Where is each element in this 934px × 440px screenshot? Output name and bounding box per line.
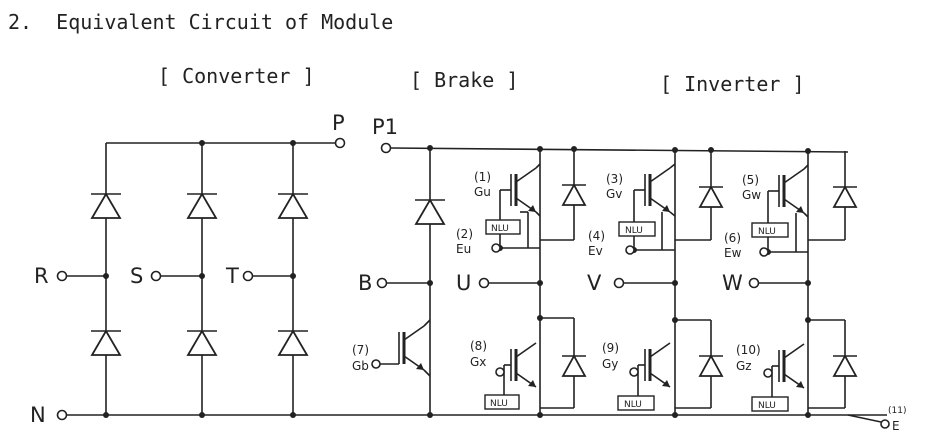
terminal-p1 [380,142,392,154]
terminal-r-label: R [34,264,49,288]
gate-gb-label: Gb [352,359,369,373]
gate-gb-number: (7) [352,343,369,357]
terminal-b [376,277,388,289]
diode-icon [277,330,309,356]
terminal-t [242,270,254,282]
terminal-w-label: W [722,271,743,295]
section-heading: 2. Equivalent Circuit of Module [8,10,394,34]
diode-icon [698,355,724,377]
gate-gw-label: Gw [742,188,761,202]
sense-resistor-box [617,395,655,411]
transistor-icon [643,166,672,214]
sense-resistor-box [751,222,789,238]
terminal-r [56,270,68,282]
sense-resistor-box [485,219,521,235]
terminal-gb [371,359,381,369]
terminal-n [56,409,68,421]
diode-icon [186,330,218,356]
brake-circuit: P1 B (7) Gb [352,115,849,418]
gate-eu-number: (2) [456,227,473,241]
gate-gy-label: Gy [602,357,618,371]
terminal-gx [495,367,505,377]
terminal-gz [763,368,773,378]
terminal-s-label: S [130,264,143,288]
converter-bridge: R S T N P [30,111,887,427]
gate-gv-label: Gv [606,187,622,201]
inverter-bridge: NLU NLU NLU (1) Gu (2) Eu (3) Gv (4) Ev … [456,146,906,433]
inverter-label: [ Inverter ] [660,72,805,96]
terminal-u-label: U [456,271,471,295]
gate-gx-label: Gx [470,355,486,369]
transistor-icon [397,324,426,372]
converter-label: [ Converter ] [158,64,315,88]
terminal-w [748,277,760,289]
gate-ev-label: Ev [588,244,603,258]
terminal-e-number: (11) [888,406,906,416]
transistor-icon [509,166,538,214]
diode-icon [561,355,587,377]
gate-ev-number: (4) [588,229,605,243]
sense-resistor-box [751,396,789,412]
brake-label: [ Brake ] [410,68,519,92]
terminal-ev [625,245,635,255]
diode-icon [832,355,858,377]
diode-icon [561,184,587,206]
sense-resistor-box [484,394,520,410]
terminal-s [150,270,162,282]
terminal-u [478,277,490,289]
gate-ew-label: Ew [724,246,742,260]
transistor-icon [643,341,672,389]
terminal-n-label: N [30,403,46,427]
diode-icon [277,193,309,219]
gate-gv-number: (3) [606,172,623,186]
gate-gz-number: (10) [736,343,761,357]
diode-icon [186,193,218,219]
sense-resistor-label: NLU [490,399,508,409]
diode-icon [414,199,446,225]
terminal-b-label: B [358,271,372,295]
terminal-e [880,419,890,429]
gate-gu-label: Gu [474,185,491,199]
sense-resistor-label: NLU [758,227,776,237]
diode-icon [90,330,122,356]
terminal-eu [491,243,501,253]
terminal-p1-label: P1 [372,115,398,139]
terminal-v [613,277,625,289]
terminal-gy [629,367,639,377]
terminal-p-label: P [332,111,345,135]
gate-gz-label: Gz [736,359,752,373]
sense-resistor-label: NLU [624,400,642,410]
gate-gy-number: (9) [602,341,619,355]
diode-icon [90,193,122,219]
sense-resistor-label: NLU [758,401,776,411]
gate-gw-number: (5) [742,173,759,187]
gate-gx-number: (8) [470,339,487,353]
diode-icon [832,186,858,208]
terminal-p [334,137,346,149]
transistor-icon [777,167,806,215]
sense-resistor-box [618,221,656,237]
sense-resistor-label: NLU [491,224,509,234]
transistor-icon [509,341,538,389]
gate-ew-number: (6) [724,231,741,245]
terminal-v-label: V [587,271,602,295]
gate-gu-number: (1) [474,170,491,184]
transistor-icon [777,342,806,390]
terminal-t-label: T [225,264,239,288]
gate-eu-label: Eu [456,242,471,256]
sense-resistor-label: NLU [625,226,643,236]
terminal-ew [759,247,769,257]
diode-icon [698,186,724,208]
terminal-e-label: E [892,419,900,433]
